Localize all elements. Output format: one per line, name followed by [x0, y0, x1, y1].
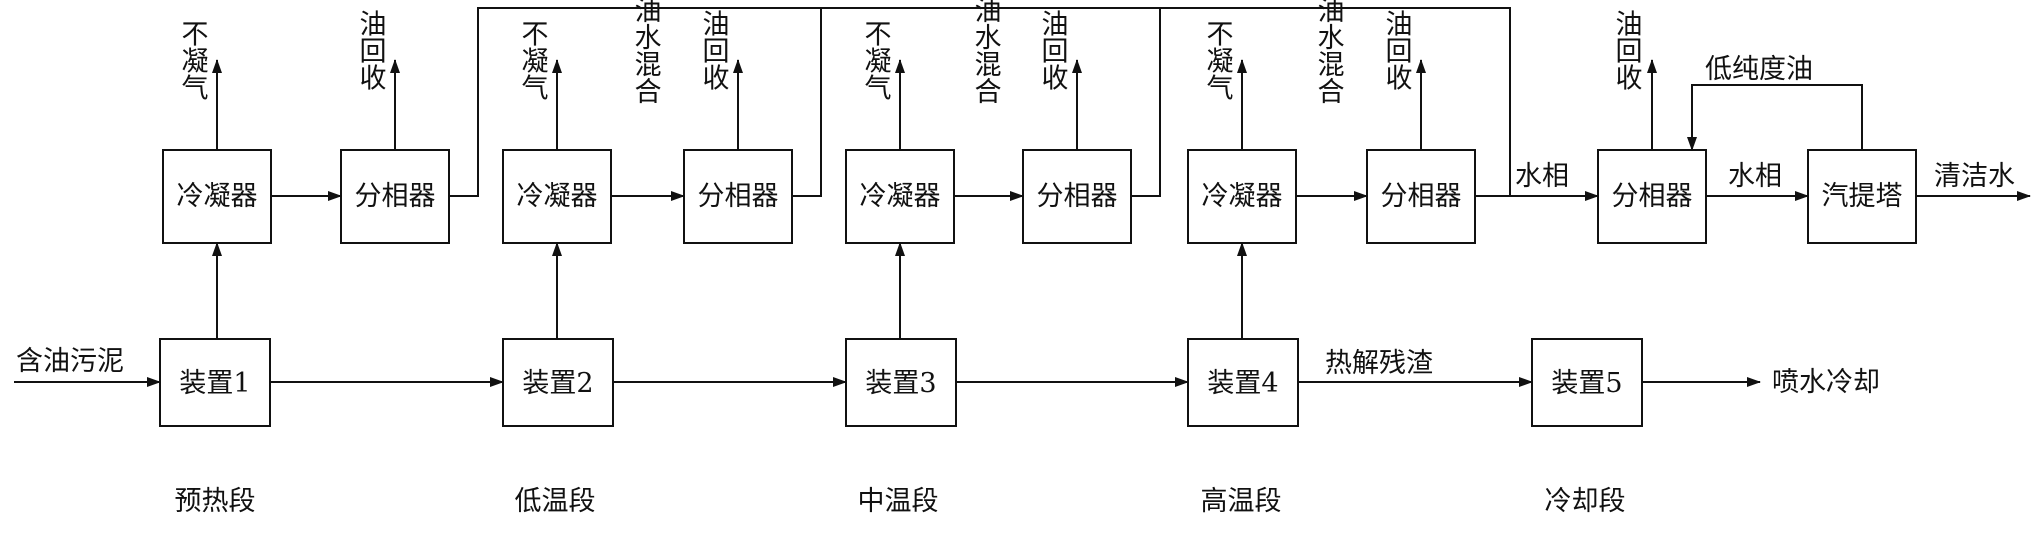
oil-recovery-label-3: 油回收	[1037, 9, 1068, 90]
stripper-label: 汽提塔	[1822, 181, 1903, 212]
separator-1-label: 分相器	[355, 181, 436, 212]
low-purity-oil-loop	[1687, 84, 1863, 151]
separator3-water-line	[1131, 8, 1161, 197]
device-2: 装置2	[502, 338, 614, 427]
separator-3-label: 分相器	[1037, 181, 1118, 212]
separator-4: 分相器	[1366, 149, 1476, 244]
oil-recovery-label-1: 油回收	[355, 9, 386, 90]
condenser-4: 冷凝器	[1187, 149, 1297, 244]
oil-recovery-label-4: 油回收	[1381, 9, 1412, 90]
device-1-label: 装置1	[179, 368, 250, 399]
noncond-label-3: 不凝气	[860, 20, 892, 101]
stage-high-temp: 高温段	[1201, 486, 1282, 517]
stage-cooling: 冷却段	[1545, 486, 1626, 517]
clean-water-label: 清洁水	[1934, 161, 2015, 192]
spray-cooling-label: 喷水冷却	[1772, 367, 1880, 398]
device-4: 装置4	[1187, 338, 1299, 427]
condenser-2-label: 冷凝器	[517, 181, 598, 212]
feed-label: 含油污泥	[16, 346, 124, 377]
water-phase-label-2: 水相	[1728, 161, 1782, 192]
device-1: 装置1	[159, 338, 271, 427]
condenser-3: 冷凝器	[845, 149, 955, 244]
noncond-label-4: 不凝气	[1202, 20, 1234, 101]
condenser-3-label: 冷凝器	[860, 181, 941, 212]
noncond-label-1: 不凝气	[177, 20, 209, 101]
stripper: 汽提塔	[1807, 149, 1917, 244]
oil-water-mix-label-2: 油水混合	[630, 0, 661, 104]
oil-water-mix-label-4: 油水混合	[1313, 0, 1344, 104]
separator-2: 分相器	[683, 149, 793, 244]
water-header-line	[449, 7, 1511, 197]
oil-recovery-label-2: 油回收	[698, 9, 729, 90]
device-5-label: 装置5	[1551, 368, 1622, 399]
water-phase-label-1: 水相	[1515, 161, 1569, 192]
device-5: 装置5	[1531, 338, 1643, 427]
device-3: 装置3	[845, 338, 957, 427]
condenser-4-label: 冷凝器	[1202, 181, 1283, 212]
separator-2-label: 分相器	[698, 181, 779, 212]
stage-mid-temp: 中温段	[858, 486, 939, 517]
separator-3: 分相器	[1022, 149, 1132, 244]
oil-recovery-label-final: 油回收	[1611, 9, 1642, 90]
separator-final: 分相器	[1597, 149, 1707, 244]
low-purity-oil-label: 低纯度油	[1705, 54, 1813, 85]
pyrolysis-residue-label: 热解残渣	[1325, 348, 1433, 379]
separator-1: 分相器	[340, 149, 450, 244]
noncond-label-2: 不凝气	[517, 20, 549, 101]
condenser-1: 冷凝器	[162, 149, 272, 244]
separator-4-label: 分相器	[1381, 181, 1462, 212]
device-2-label: 装置2	[522, 368, 593, 399]
condenser-1-label: 冷凝器	[177, 181, 258, 212]
separator-final-label: 分相器	[1612, 181, 1693, 212]
oil-water-mix-label-3: 油水混合	[970, 0, 1001, 104]
device-3-label: 装置3	[865, 368, 936, 399]
condenser-2: 冷凝器	[502, 149, 612, 244]
device-4-label: 装置4	[1207, 368, 1278, 399]
stage-preheat: 预热段	[175, 486, 256, 517]
separator2-water-line	[792, 8, 822, 197]
stage-low-temp: 低温段	[515, 486, 596, 517]
